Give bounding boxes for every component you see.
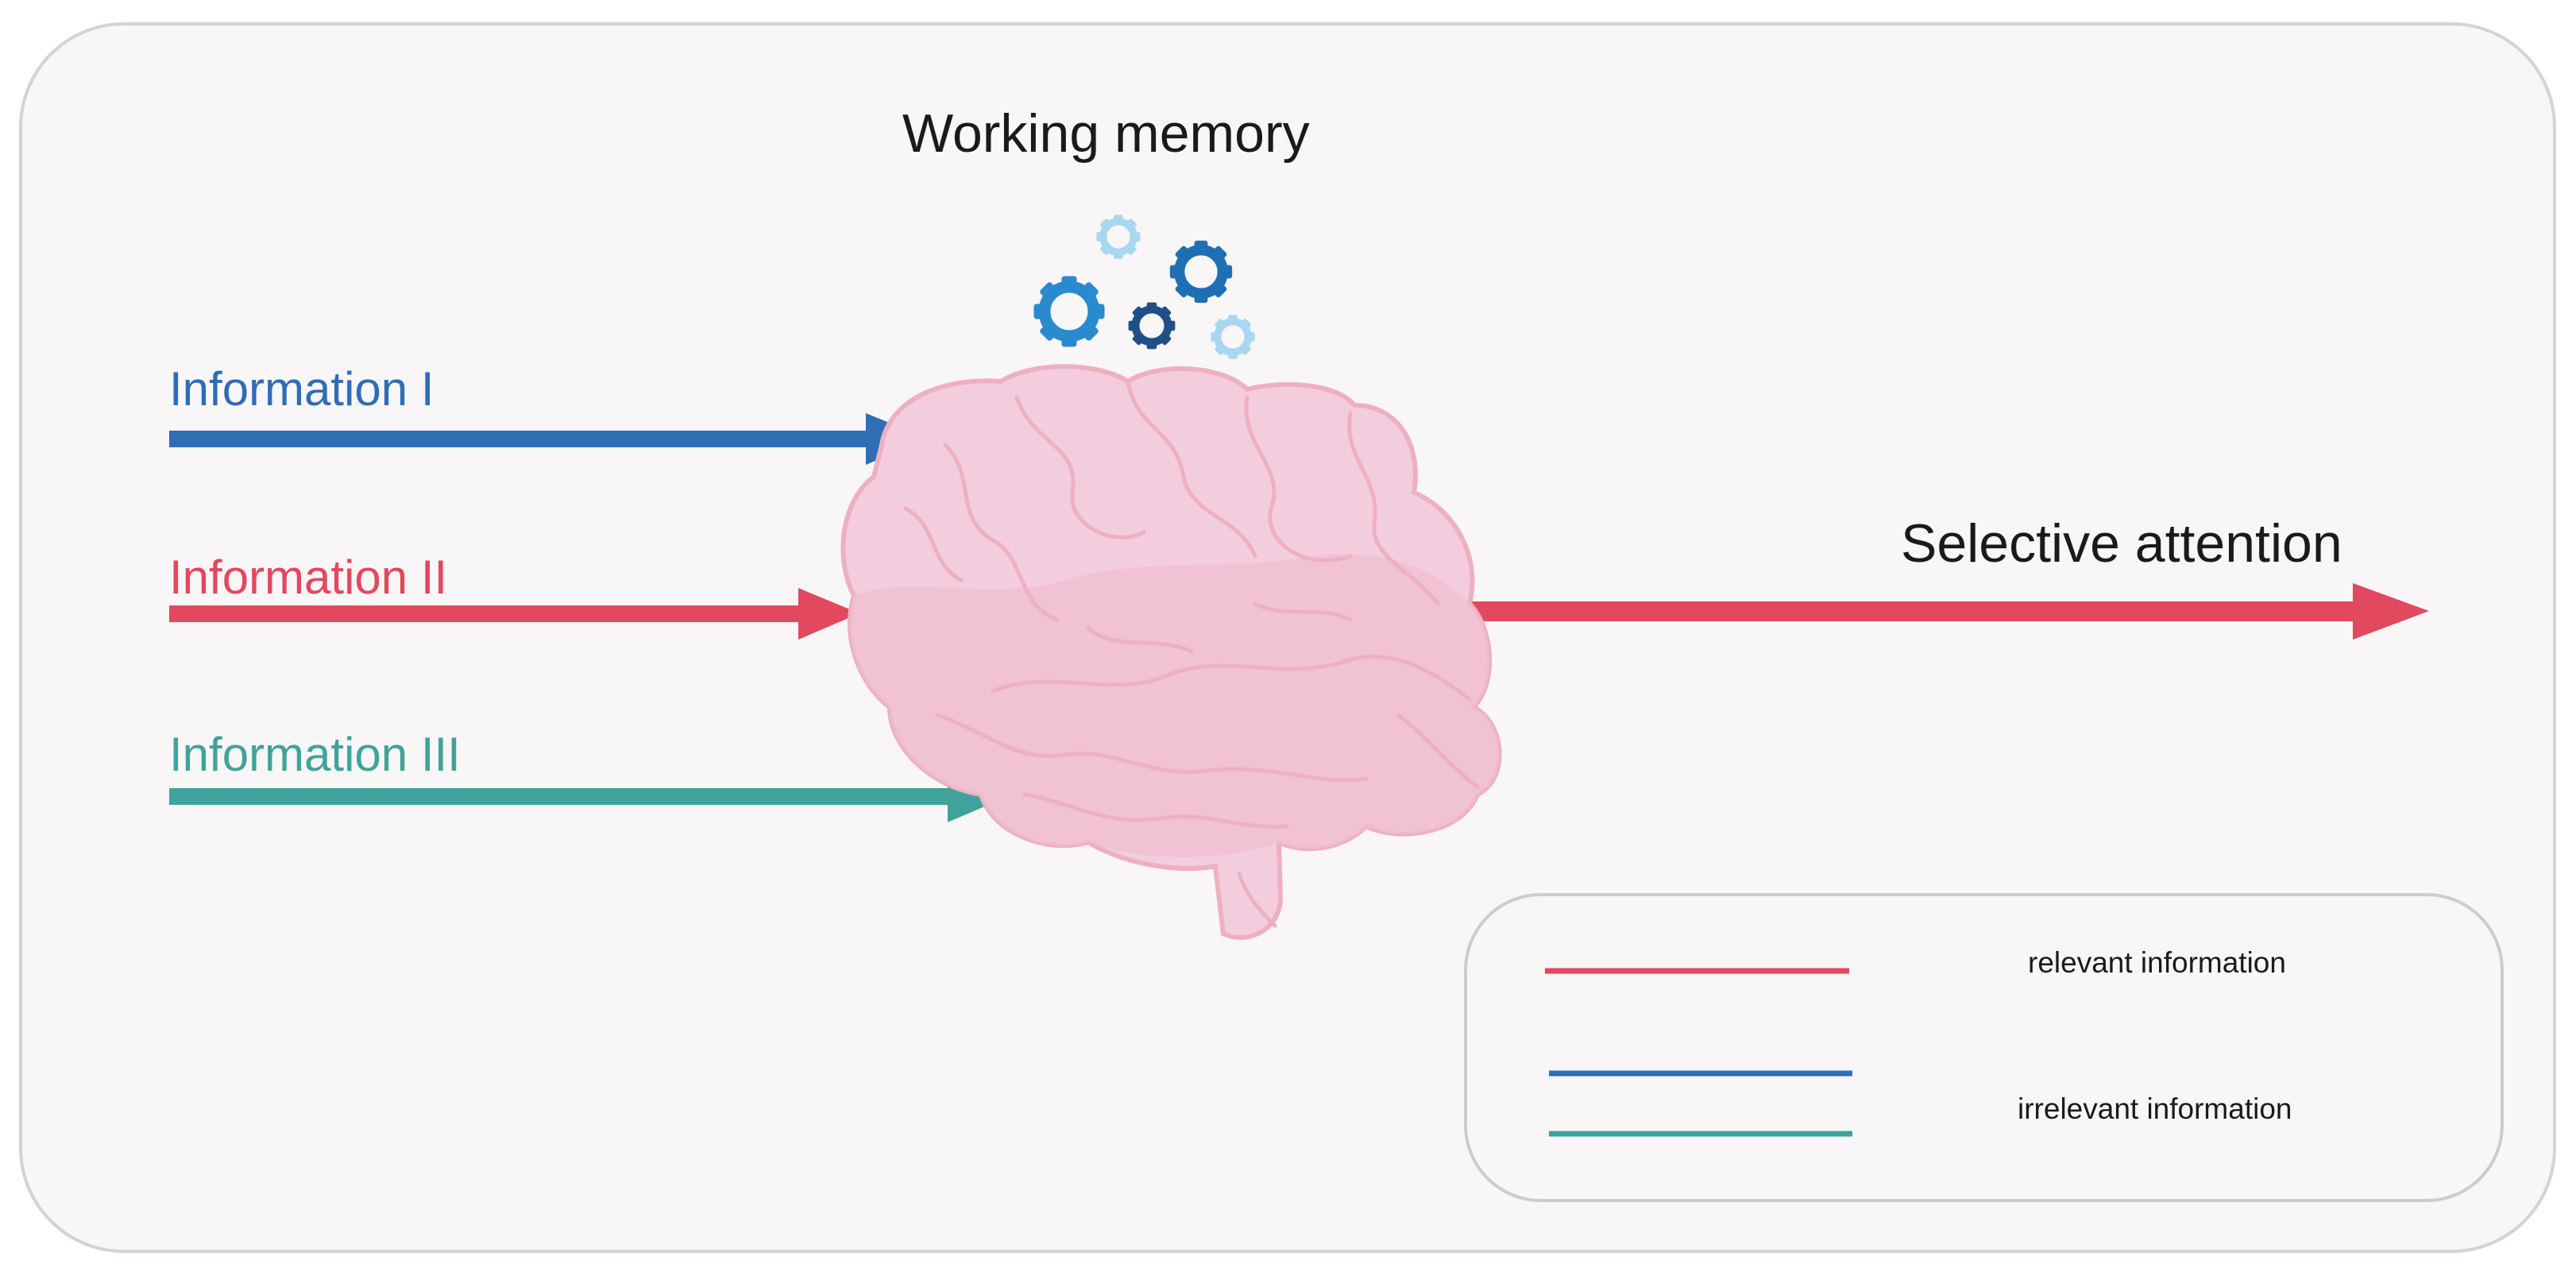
input-label-3: Information III [169,728,461,781]
output-label: Selective attention [1901,513,2342,574]
output-arrow [1462,583,2429,640]
input-label-2: Information II [169,551,448,604]
legend-label-relevant: relevant information [2028,946,2286,979]
legend-label-irrelevant: irrelevant information [2018,1092,2292,1125]
brain-icon [840,364,1502,940]
legend-box [1464,893,2504,1202]
input-arrow-2 [169,588,859,640]
diagram-title: Working memory [902,103,1310,164]
input-label-1: Information I [169,362,434,416]
